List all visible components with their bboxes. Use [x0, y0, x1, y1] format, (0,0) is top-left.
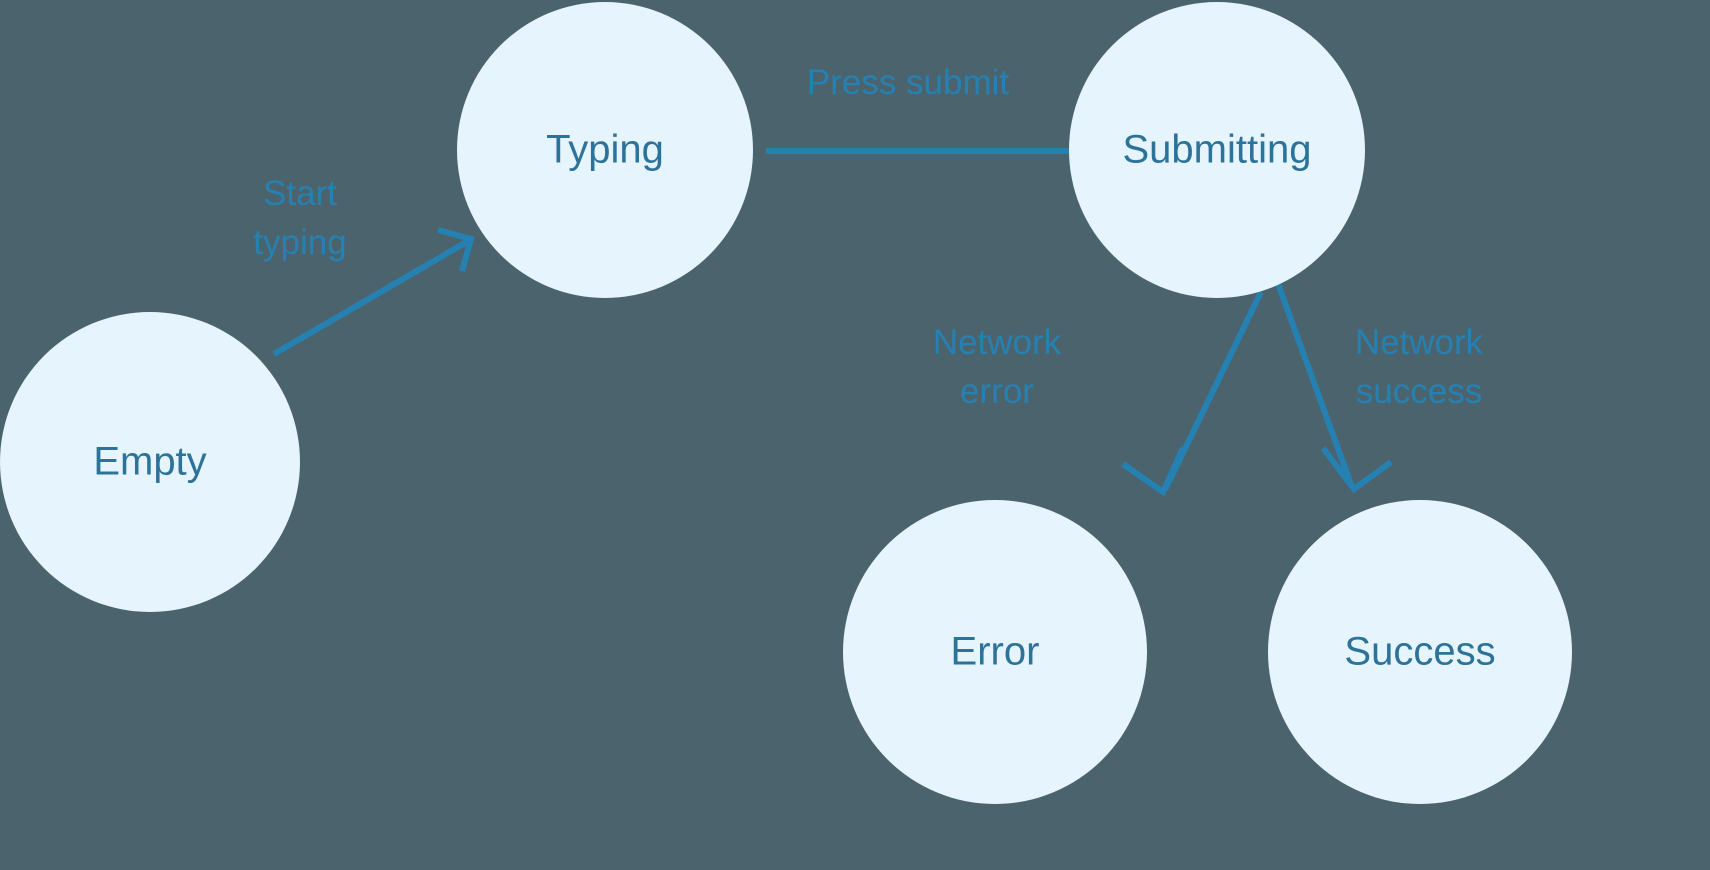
edge-line-submitting-to-success	[1274, 279, 1355, 489]
state-node-success[interactable]: Success	[1268, 500, 1572, 804]
edge-label-line-1: Press submit	[807, 63, 1010, 102]
state-node-typing[interactable]: Typing	[457, 2, 753, 298]
state-label-error: Error	[951, 630, 1040, 674]
edge-label-line-1: Network	[1355, 323, 1484, 362]
state-label-empty: Empty	[93, 440, 206, 484]
edge-submitting-to-success	[1274, 279, 1393, 494]
edge-label-typing-to-submitting: Press submit	[807, 63, 1010, 102]
state-node-submitting[interactable]: Submitting	[1069, 2, 1365, 298]
edge-label-line-2: success	[1356, 372, 1482, 411]
arrowhead-empty-to-typing	[437, 227, 475, 272]
state-circle-empty[interactable]	[0, 312, 300, 612]
edge-label-line-2: error	[960, 372, 1034, 411]
edge-submitting-to-error	[1121, 290, 1264, 497]
state-node-empty[interactable]: Empty	[0, 312, 300, 612]
state-label-typing: Typing	[546, 128, 664, 172]
state-circle-error[interactable]	[843, 500, 1147, 804]
state-node-error[interactable]: Error	[843, 500, 1147, 804]
edge-label-empty-to-typing: Start typing	[253, 174, 346, 262]
edge-label-line-2: typing	[253, 223, 346, 262]
edge-label-submitting-to-error: Network error	[933, 323, 1062, 411]
state-circle-typing[interactable]	[457, 2, 753, 298]
edge-line-empty-to-typing	[272, 237, 472, 357]
arrowhead-submitting-to-success	[1320, 446, 1393, 494]
edge-empty-to-typing	[272, 227, 475, 357]
edge-label-line-1: Network	[933, 323, 1062, 362]
state-label-success: Success	[1344, 630, 1495, 674]
state-label-submitting: Submitting	[1123, 128, 1312, 172]
edge-label-submitting-to-success: Network success	[1355, 323, 1484, 411]
arrowhead-submitting-to-error	[1121, 446, 1186, 497]
state-circle-submitting[interactable]	[1069, 2, 1365, 298]
edge-label-line-1: Start	[263, 174, 337, 213]
state-circle-success[interactable]	[1268, 500, 1572, 804]
